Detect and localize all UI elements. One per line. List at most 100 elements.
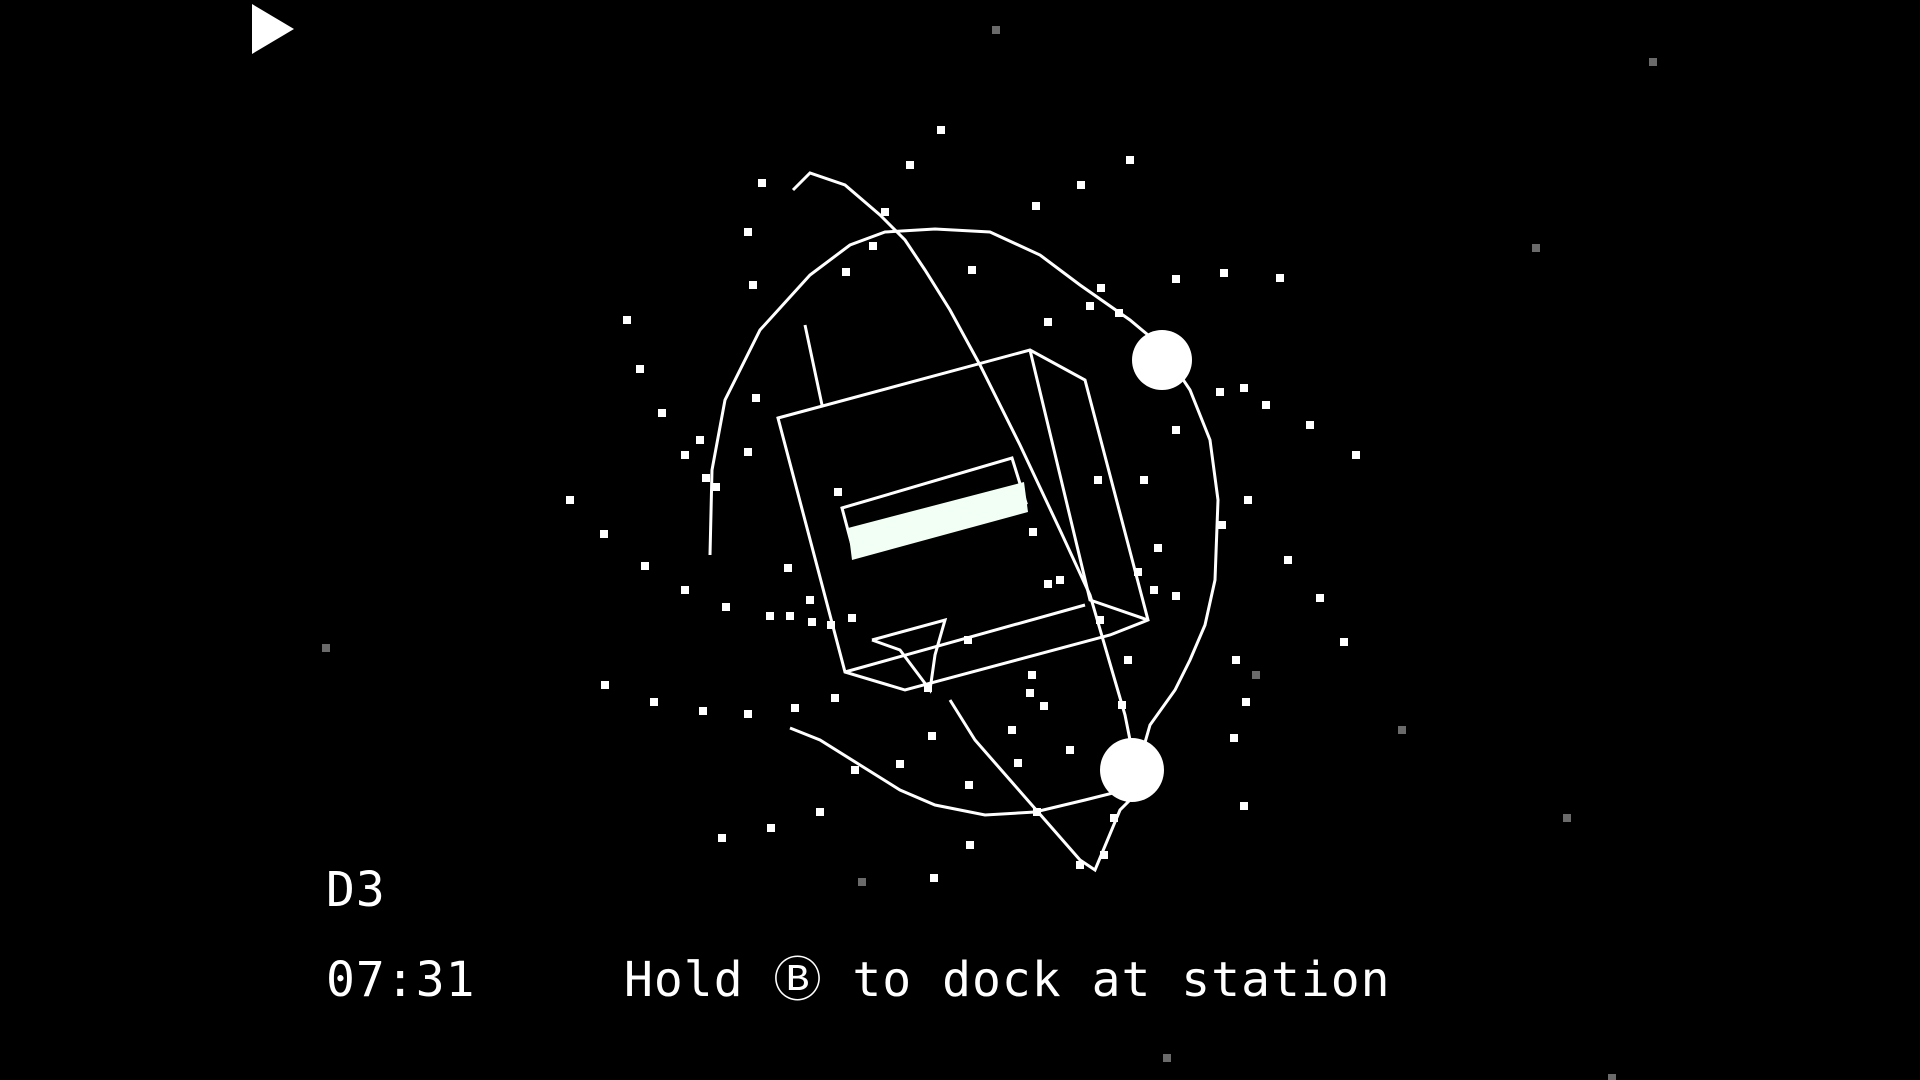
particle-dot: [791, 704, 799, 712]
particle-dot: [1232, 656, 1240, 664]
particle-dot: [712, 483, 720, 491]
particle-dot: [937, 126, 945, 134]
background-starfield: [322, 26, 1657, 1080]
particle-dot: [1026, 689, 1034, 697]
particle-dot: [752, 394, 760, 402]
particle-dot: [1110, 814, 1118, 822]
particle-dot: [1029, 528, 1037, 536]
particle-dot: [784, 564, 792, 572]
particle-dot: [1244, 496, 1252, 504]
dim-star: [1163, 1054, 1171, 1062]
particle-dot: [1028, 671, 1036, 679]
particle-dot: [681, 586, 689, 594]
particle-dot: [1044, 580, 1052, 588]
particle-dot: [1124, 656, 1132, 664]
particle-dot: [1044, 318, 1052, 326]
particle-dot: [1220, 269, 1228, 277]
particle-dot: [1066, 746, 1074, 754]
particle-dot: [767, 824, 775, 832]
sector-label: D3: [326, 862, 386, 918]
particle-dot: [834, 488, 842, 496]
particle-dot: [749, 281, 757, 289]
particle-dot: [831, 694, 839, 702]
particle-dot: [968, 266, 976, 274]
dock-prompt: Hold Ⓑ to dock at station: [624, 952, 1391, 1008]
particle-dot: [881, 208, 889, 216]
particle-dot: [786, 612, 794, 620]
particle-dot: [1216, 388, 1224, 396]
play-triangle-icon: [252, 4, 294, 54]
particle-dot: [650, 698, 658, 706]
docking-funnel: [871, 617, 948, 694]
particle-dot: [827, 621, 835, 629]
particle-dot: [1040, 702, 1048, 710]
particle-dot: [1154, 544, 1162, 552]
particle-dot: [906, 161, 914, 169]
particle-dot: [699, 707, 707, 715]
dim-star: [1252, 671, 1260, 679]
particle-dot: [744, 710, 752, 718]
dim-star: [1563, 814, 1571, 822]
particle-dot: [930, 874, 938, 882]
particle-dot: [1262, 401, 1270, 409]
particle-dot: [928, 732, 936, 740]
particle-dot: [1032, 202, 1040, 210]
particle-dot: [696, 436, 704, 444]
cargo-module-inner-edge: [1028, 349, 1149, 622]
particle-dot: [722, 603, 730, 611]
particle-dot: [1076, 861, 1084, 869]
particle-dot: [766, 612, 774, 620]
dim-star: [1532, 244, 1540, 252]
particle-dot: [1056, 576, 1064, 584]
particle-dot: [702, 474, 710, 482]
particle-dot: [1134, 568, 1142, 576]
particle-dot: [623, 316, 631, 324]
particle-dot: [1014, 759, 1022, 767]
particle-dot: [641, 562, 649, 570]
particle-dot: [658, 409, 666, 417]
particle-dot: [744, 228, 752, 236]
particle-dot: [758, 179, 766, 187]
station-outer-ring: [708, 227, 1220, 817]
particle-dot: [601, 681, 609, 689]
station-particle-field: [566, 126, 1360, 882]
particle-dot: [842, 268, 850, 276]
particle-dot: [1150, 586, 1158, 594]
mission-clock: 07:31: [326, 952, 476, 1008]
cargo-module-body: [776, 348, 1150, 692]
particle-dot: [744, 448, 752, 456]
station-diagonal-spoke: [791, 171, 1142, 873]
particle-dot: [566, 496, 574, 504]
upper-beacon-light: [1132, 330, 1192, 390]
cargo-module-lower-edge: [844, 603, 1086, 674]
particle-dot: [1218, 521, 1226, 529]
particle-dot: [851, 766, 859, 774]
particle-dot: [806, 596, 814, 604]
particle-dot: [1352, 451, 1360, 459]
particle-dot: [966, 841, 974, 849]
particle-dot: [1096, 616, 1104, 624]
dim-star: [1398, 726, 1406, 734]
particle-dot: [1008, 726, 1016, 734]
particle-dot: [869, 242, 877, 250]
particle-dot: [1284, 556, 1292, 564]
particle-dot: [1140, 476, 1148, 484]
particle-dot: [1097, 284, 1105, 292]
particle-dot: [1172, 426, 1180, 434]
particle-dot: [636, 365, 644, 373]
particle-dot: [848, 614, 856, 622]
particle-dot: [681, 451, 689, 459]
particle-dot: [1240, 802, 1248, 810]
particle-dot: [1172, 592, 1180, 600]
particle-dot: [1094, 476, 1102, 484]
particle-dot: [1100, 851, 1108, 859]
particle-dot: [965, 781, 973, 789]
particle-dot: [1316, 594, 1324, 602]
particle-dot: [1230, 734, 1238, 742]
particle-dot: [816, 808, 824, 816]
dim-star: [1649, 58, 1657, 66]
particle-dot: [808, 618, 816, 626]
particle-dot: [1242, 698, 1250, 706]
